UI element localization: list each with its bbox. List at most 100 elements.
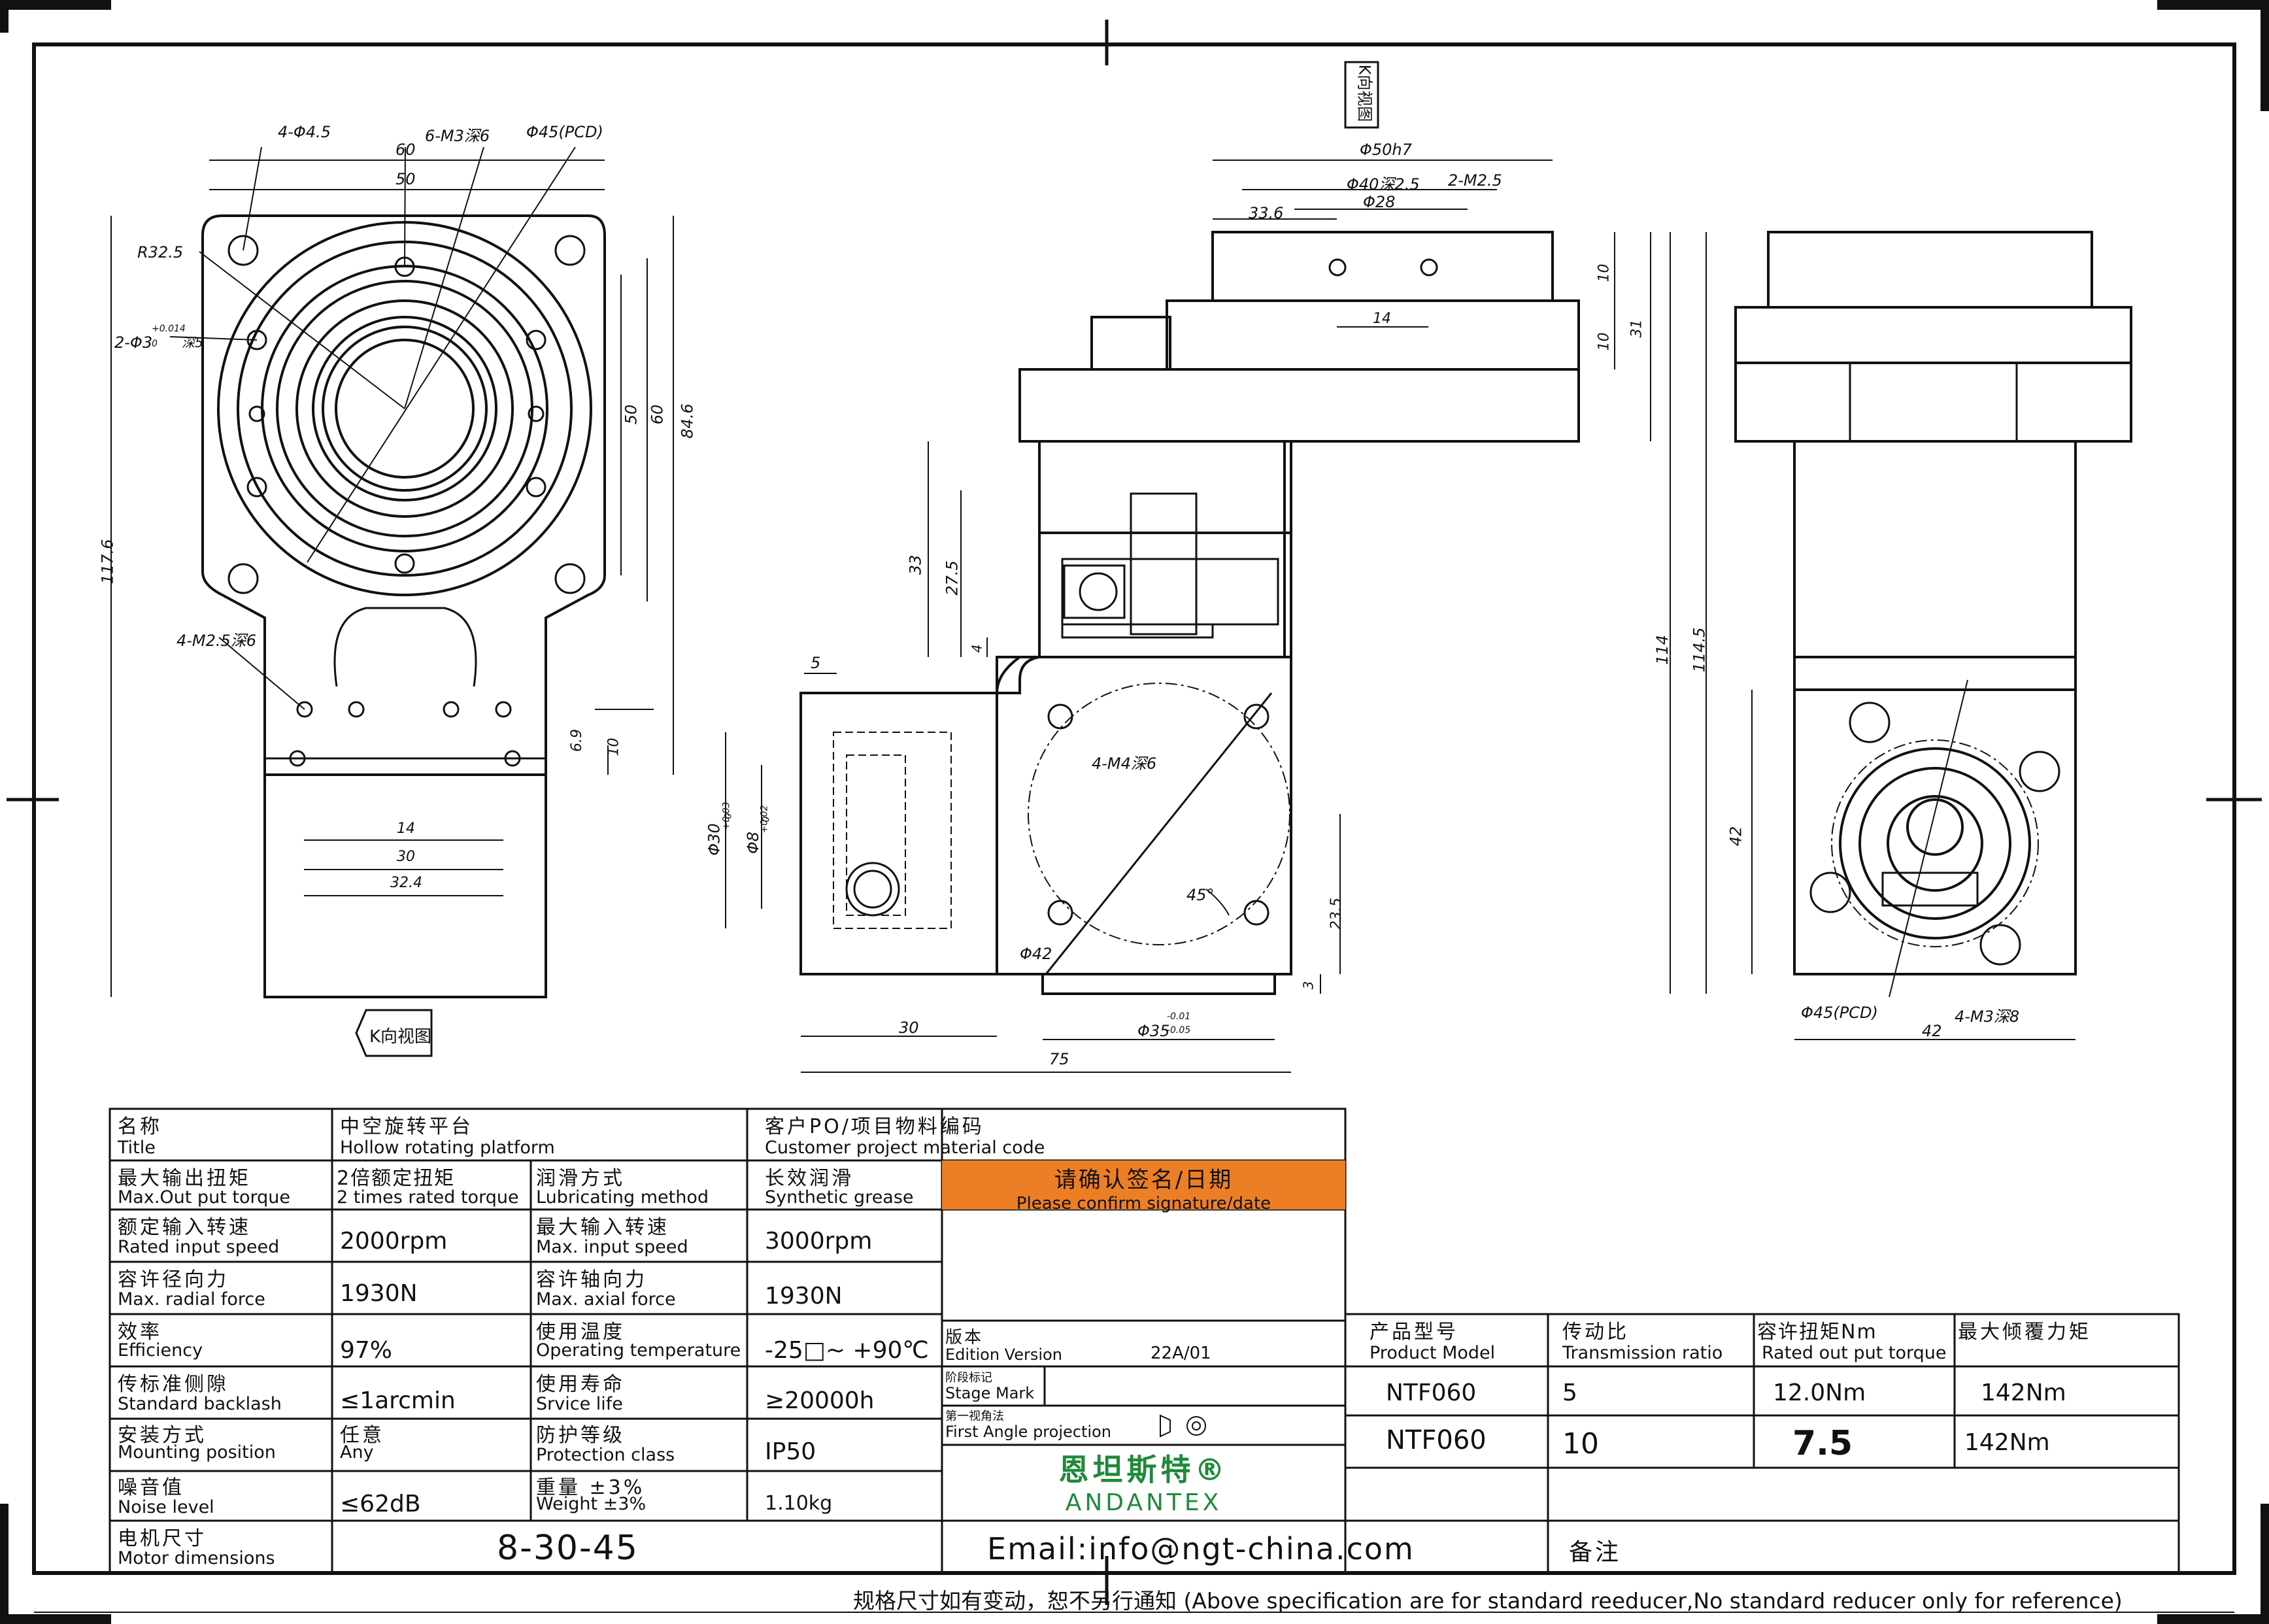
dim-r32p5: R32.5	[137, 243, 184, 262]
dim-10-left: 10	[605, 737, 622, 756]
dim-2-phi3: 2-Φ3	[114, 333, 153, 352]
max-out-torque-value-cn: 2倍额定扭矩	[337, 1167, 456, 1190]
rated-torque-cn: 容许扭矩Nm	[1757, 1321, 1877, 1344]
dim-23p5: 23.5	[1328, 898, 1345, 930]
max-input-speed-en: Max. input speed	[536, 1237, 688, 1257]
dim-6-m3: 6-M3深6	[425, 127, 490, 145]
dim-10-b: 10	[1596, 332, 1613, 351]
brand-logo-cn: 恩坦斯特®	[1058, 1452, 1229, 1487]
dim-4-m3: 4-M3深8	[1955, 1007, 2020, 1026]
weight-cn: 重量 ±3%	[536, 1476, 645, 1499]
dim-33: 33	[906, 554, 925, 575]
mounting-cn: 安装方式	[118, 1424, 207, 1447]
radial-force-en: Max. radial force	[118, 1289, 265, 1310]
ratio-cn: 传动比	[1562, 1321, 1629, 1344]
backlash-en: Standard backlash	[118, 1394, 282, 1414]
max-input-speed-cn: 最大输入转速	[536, 1216, 669, 1239]
row2-tilt: 142Nm	[1964, 1429, 2050, 1456]
row1-model: NTF060	[1386, 1379, 1477, 1406]
mounting-en: Mounting position	[118, 1442, 276, 1463]
projection-cn: 第一视角法	[945, 1410, 1004, 1423]
dim-60-top: 60	[395, 141, 416, 159]
axial-force-en: Max. axial force	[536, 1289, 676, 1310]
dim-27p5: 27.5	[943, 560, 962, 596]
axial-force-value: 1930N	[765, 1283, 843, 1310]
dim-30-left: 30	[397, 849, 415, 865]
title-value-en: Hollow rotating platform	[340, 1138, 555, 1158]
efficiency-value: 97%	[340, 1337, 393, 1364]
left-view	[201, 214, 606, 998]
lubrication-value-cn: 长效润滑	[765, 1167, 854, 1190]
stage-mark-cn: 阶段标记	[945, 1371, 992, 1385]
dim-phi30-tol-lower: 0	[723, 813, 734, 819]
confirm-signature-cn: 请确认签名/日期	[1054, 1167, 1234, 1193]
max-out-torque-value-en: 2 times rated torque	[337, 1187, 519, 1208]
noise-cn: 噪音值	[118, 1476, 184, 1499]
service-life-value: ≥20000h	[765, 1387, 875, 1414]
dim-45deg: 45°	[1186, 886, 1215, 904]
dim-50-side: 50	[622, 404, 641, 425]
dim-2-m2p5: 2-M2.5	[1448, 171, 1502, 190]
brand-logo: 恩坦斯特® ANDANTEX	[942, 1446, 1345, 1516]
backlash-cn: 传标准侧隙	[118, 1373, 229, 1396]
operating-temperature-en: Operating temperature	[536, 1340, 741, 1361]
dim-2-phi3-tol-lower: 0	[152, 339, 158, 349]
dim-5: 5	[811, 654, 821, 672]
backlash-value: ≤1arcmin	[340, 1387, 456, 1414]
rated-input-speed-value: 2000rpm	[340, 1228, 448, 1255]
motor-dimensions-cn: 电机尺寸	[118, 1527, 207, 1550]
stage-mark-en: Stage Mark	[945, 1384, 1035, 1402]
operating-temperature-value: -25□~ +90℃	[765, 1337, 929, 1364]
title-label-en: Title	[118, 1138, 156, 1158]
dim-117p6: 117.6	[98, 539, 117, 584]
dim-3: 3	[1300, 981, 1317, 990]
weight-en: Weight ±3%	[536, 1494, 647, 1514]
efficiency-en: Efficiency	[118, 1340, 203, 1361]
service-life-en: Srvice life	[536, 1394, 623, 1414]
k-view-tag-left	[355, 1009, 433, 1057]
lubrication-value-en: Synthetic grease	[765, 1187, 914, 1208]
dim-75: 75	[1049, 1050, 1069, 1068]
protection-en: Protection class	[536, 1445, 675, 1465]
title-block-grid	[109, 1108, 2180, 1574]
product-model-cn: 产品型号	[1370, 1321, 1458, 1344]
remarks-label: 备注	[1569, 1539, 1622, 1566]
protection-value: IP50	[765, 1438, 816, 1465]
dim-50-top: 50	[395, 170, 416, 188]
dim-phi28: Φ28	[1363, 193, 1396, 211]
footer-disclaimer: 规格尺寸如有变动，恕不另行通知 (Above specification are…	[853, 1588, 2123, 1614]
dim-42-bottom: 42	[1922, 1022, 1942, 1040]
row2-model: NTF060	[1386, 1425, 1487, 1455]
axial-force-cn: 容许轴向力	[536, 1268, 647, 1291]
lubrication-en: Lubricating method	[536, 1187, 709, 1208]
noise-value: ≤62dB	[340, 1491, 421, 1517]
k-view-label-top: K向视图	[1355, 64, 1374, 122]
row1-torque: 12.0Nm	[1773, 1379, 1866, 1406]
dim-14-left: 14	[397, 820, 415, 837]
dim-phi8: Φ8	[744, 831, 763, 854]
dim-phi40: Φ40深2.5	[1347, 175, 1420, 194]
row2-ratio: 10	[1562, 1427, 1599, 1461]
service-life-cn: 使用寿命	[536, 1373, 625, 1396]
motor-dimensions-en: Motor dimensions	[118, 1548, 275, 1568]
contact-email[interactable]: Email:info@ngt-china.com	[987, 1531, 1415, 1566]
k-view-label-left: K向视图	[369, 1027, 432, 1047]
row2-torque: 7.5	[1792, 1424, 1853, 1463]
operating-temperature-cn: 使用温度	[536, 1321, 625, 1344]
max-out-torque-en: Max.Out put torque	[118, 1187, 290, 1208]
dim-phi8-tol-lower: 0	[761, 816, 772, 822]
dim-60-side: 60	[648, 404, 667, 425]
weight-value: 1.10kg	[765, 1492, 833, 1515]
mounting-value-en: Any	[340, 1442, 374, 1463]
row1-ratio: 5	[1562, 1379, 1577, 1406]
title-label-cn: 名称	[118, 1115, 162, 1138]
motor-dimensions-value: 8-30-45	[497, 1529, 639, 1568]
dim-4: 4	[969, 644, 985, 653]
dim-2-phi3-tol-upper: +0.014	[152, 324, 186, 334]
version-value: 22A/01	[1151, 1344, 1211, 1363]
dim-14-mid: 14	[1373, 311, 1391, 327]
noise-en: Noise level	[118, 1497, 214, 1517]
max-out-torque-cn: 最大输出扭矩	[118, 1167, 251, 1190]
right-view	[1734, 231, 2132, 998]
